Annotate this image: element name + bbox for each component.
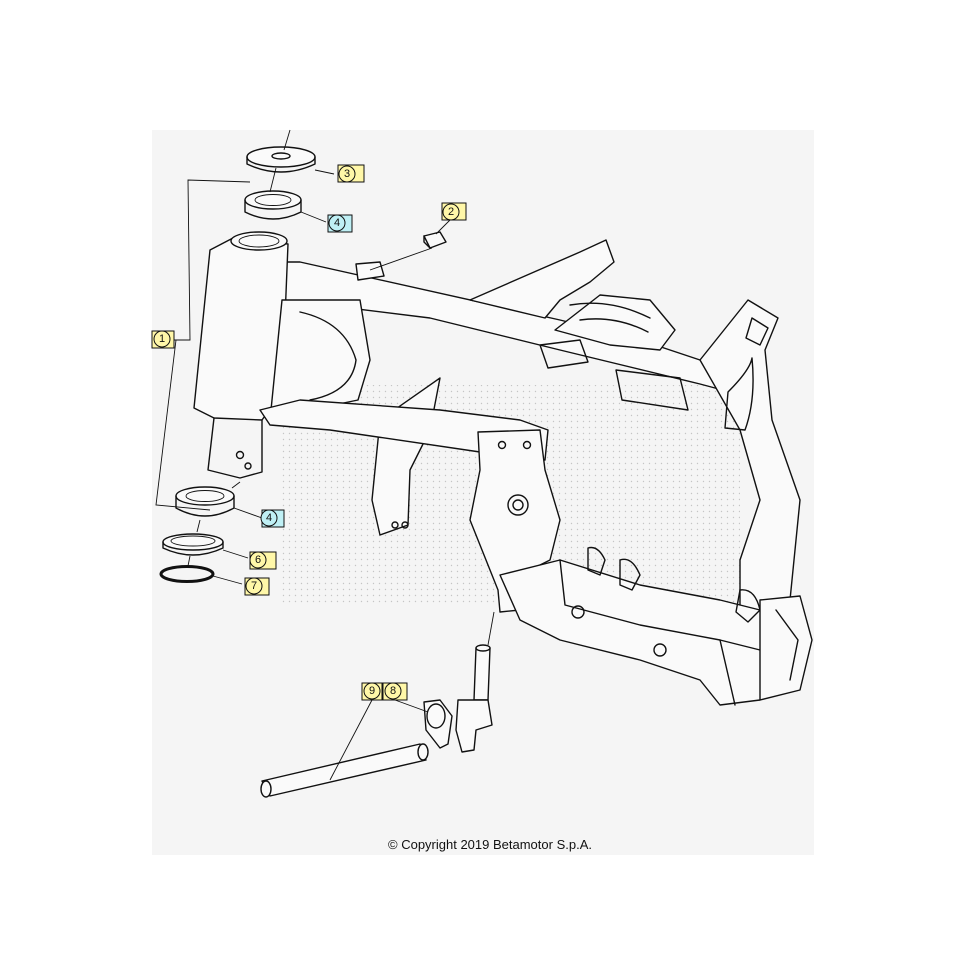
part-9-pin [260, 743, 429, 798]
part-4-upper-bearing [244, 190, 302, 220]
callout-1[interactable]: 1 [151, 330, 175, 349]
frame-assembly [193, 231, 813, 706]
part-6-seal [162, 533, 224, 556]
part-2-clip [423, 231, 447, 249]
callout-4-upper[interactable]: 4 [327, 214, 353, 233]
part-4-lower-bearing [175, 486, 235, 517]
callout-8-label: 8 [390, 685, 396, 697]
head-tube [193, 231, 289, 479]
part-7-o-ring [159, 565, 215, 583]
leader-lines [155, 129, 495, 781]
callout-8[interactable]: 8 [382, 682, 408, 701]
callout-7[interactable]: 7 [244, 577, 270, 596]
callout-3[interactable]: 3 [337, 164, 365, 183]
callout-2-label: 2 [448, 206, 454, 218]
callout-2[interactable]: 2 [441, 202, 467, 221]
callout-4-upper-label: 4 [334, 217, 340, 229]
part-3-washer [246, 146, 316, 173]
callout-9-label: 9 [369, 685, 375, 697]
callout-9[interactable]: 9 [361, 682, 383, 701]
callout-1-label: 1 [159, 333, 165, 345]
copyright-notice: © Copyright 2019 Betamotor S.p.A. [388, 837, 592, 852]
callout-7-label: 7 [251, 580, 257, 592]
callout-4-lower[interactable]: 4 [260, 509, 285, 528]
callout-6[interactable]: 6 [249, 551, 277, 570]
callout-4-lower-label: 4 [266, 512, 272, 524]
part-8-fitting [423, 644, 493, 753]
callout-3-label: 3 [344, 168, 350, 180]
callout-6-label: 6 [255, 554, 261, 566]
